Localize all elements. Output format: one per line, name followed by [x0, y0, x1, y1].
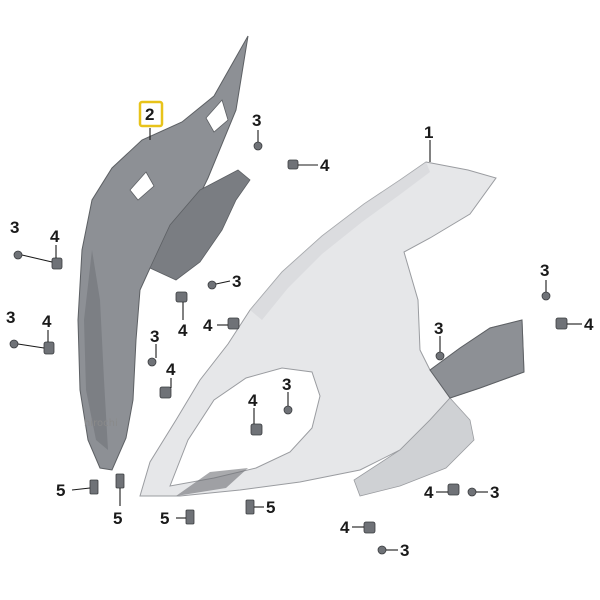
clip-icon — [287, 159, 299, 170]
callout-part-1: 1 — [424, 123, 433, 142]
callout-label: 3 — [232, 272, 241, 291]
callout-label: 5 — [113, 509, 122, 528]
screw-icon — [283, 405, 293, 415]
bolt-icon — [115, 473, 125, 489]
callout-label: 4 — [424, 483, 434, 502]
clip-icon — [175, 291, 188, 303]
clip-icon — [555, 317, 568, 330]
callout-label: 3 — [150, 327, 159, 346]
callout-label: 3 — [434, 319, 443, 338]
screw-icon — [253, 141, 263, 151]
front-fairing-mouth-shadow — [176, 468, 248, 496]
bolt-icon — [89, 479, 99, 495]
callout-label: 4 — [340, 518, 350, 537]
side-panel-inner-edge — [149, 169, 251, 281]
screw-icon — [9, 339, 19, 349]
part-2-highlight-box — [138, 100, 164, 128]
screw-icon — [13, 250, 23, 260]
clip-icon — [51, 257, 63, 270]
callout-label: 4 — [320, 156, 330, 175]
callout-labels: 1 2 3 4 3 4 3 4 3 4 3 4 3 4 3 4 3 4 3 4 … — [6, 105, 594, 560]
clip-icon — [363, 521, 376, 534]
side-panel-shade — [84, 250, 108, 450]
callout-label: 4 — [42, 312, 52, 331]
callout-label: 5 — [160, 509, 169, 528]
screw-icon — [207, 280, 217, 290]
screw-icon — [467, 487, 477, 497]
front-fairing-upper-scoop — [250, 162, 430, 320]
fastener-hardware — [9, 141, 568, 555]
callout-label: 4 — [178, 321, 188, 340]
screw-icon — [435, 351, 445, 361]
callout-label: 3 — [490, 483, 499, 502]
callout-part-2: 2 — [145, 105, 154, 124]
callout-label: 4 — [166, 360, 176, 379]
callout-label: 4 — [203, 316, 213, 335]
bolt-icon — [185, 509, 195, 525]
callout-label: 3 — [10, 218, 19, 237]
front-fairing-part-1 — [139, 161, 525, 497]
callout-label: 5 — [266, 498, 275, 517]
leader-lines — [17, 128, 582, 551]
callout-label: 3 — [540, 261, 549, 280]
side-panel-slot-upper — [205, 99, 229, 133]
callout-label: 4 — [248, 391, 258, 410]
screw-icon — [147, 357, 157, 367]
front-fairing-right-duct — [429, 319, 525, 399]
callout-label: 3 — [400, 541, 409, 560]
clip-icon — [43, 341, 55, 355]
callout-label: 4 — [584, 315, 594, 334]
callout-label: 3 — [282, 375, 291, 394]
watermark: hirochi — [84, 418, 118, 429]
callout-label: 5 — [56, 481, 65, 500]
clip-icon — [159, 386, 172, 399]
clip-icon — [227, 317, 240, 330]
clip-icon — [250, 423, 263, 436]
side-panel-slot-lower — [129, 171, 155, 201]
front-fairing-lower-shade — [353, 397, 475, 497]
screw-icon — [541, 291, 551, 301]
front-fairing-window — [169, 367, 321, 487]
callout-label: 3 — [252, 111, 261, 130]
side-panel-part-2 — [77, 35, 251, 471]
bolt-icon — [245, 499, 255, 515]
callout-label: 3 — [6, 308, 15, 327]
clip-icon — [447, 483, 460, 496]
callout-label: 4 — [50, 227, 60, 246]
screw-icon — [377, 545, 387, 555]
